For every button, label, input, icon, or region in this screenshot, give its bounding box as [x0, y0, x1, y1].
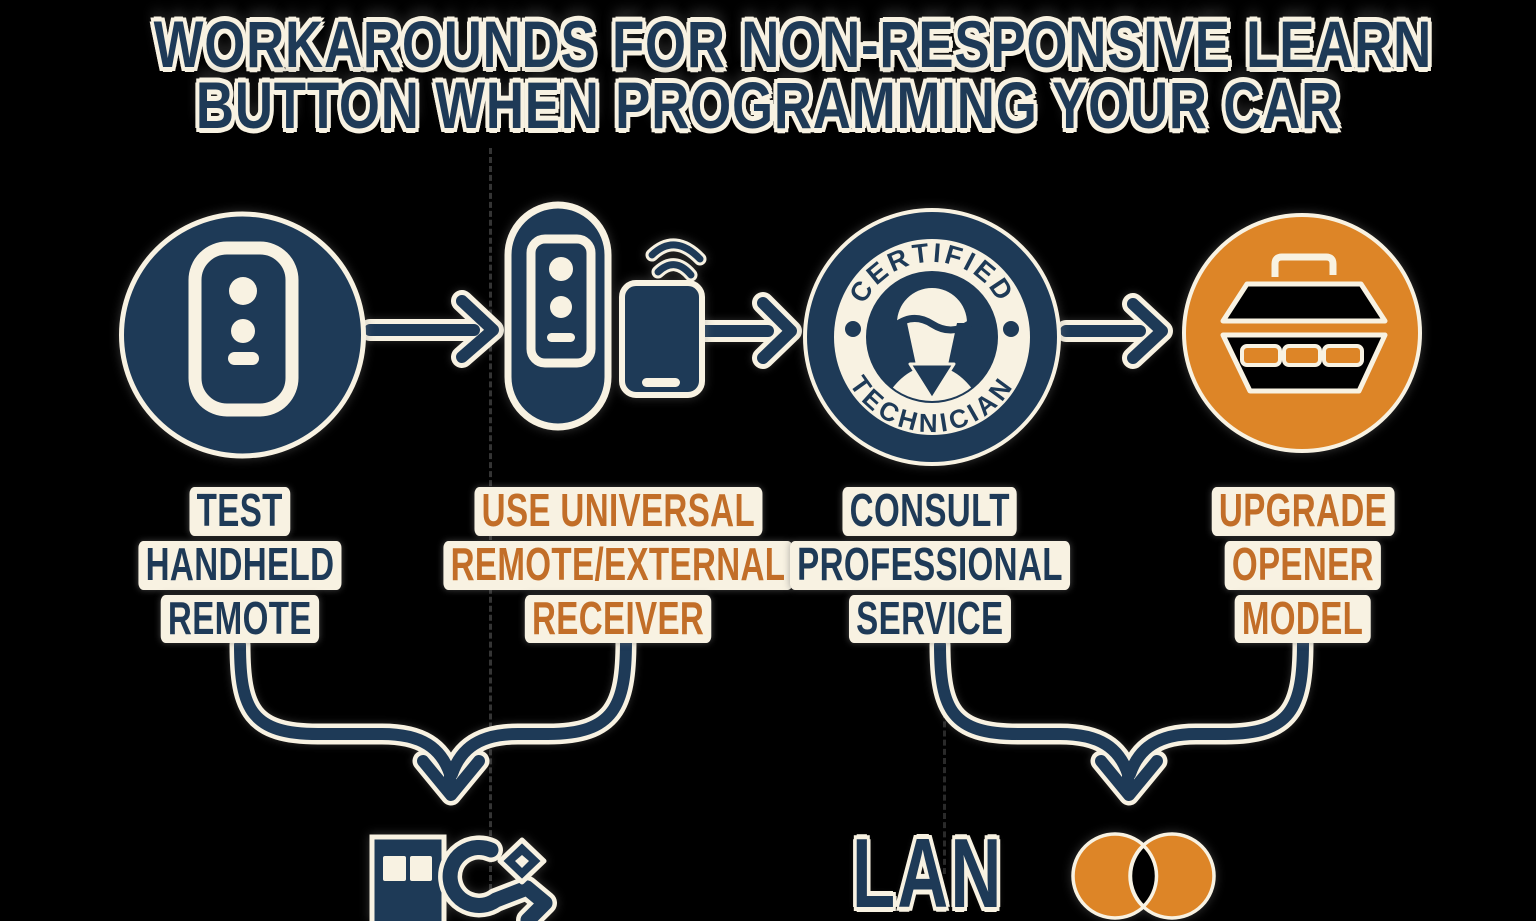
badge-dot	[845, 321, 861, 337]
label-line: CONSULT	[842, 487, 1018, 536]
logo-square	[369, 834, 447, 921]
s-monogram	[438, 835, 557, 921]
remote-button	[231, 319, 255, 343]
handheld-remote-in-circle-icon	[119, 211, 366, 459]
remote-outline	[188, 241, 299, 417]
lan-label: LAN	[852, 818, 1004, 921]
external-receiver	[619, 280, 705, 398]
merge-arrow-left	[229, 630, 637, 806]
label-line: PROFESSIONAL	[789, 540, 1071, 590]
garage-door-opener-in-circle-icon	[1182, 213, 1422, 453]
arrow-step2-step3	[692, 292, 802, 369]
merge-arrow-right	[929, 632, 1314, 806]
vertical-seam-artifact	[943, 648, 946, 874]
label-line: UPGRADE	[1211, 487, 1395, 536]
arrow-step3-step4	[1055, 293, 1173, 369]
step-label-upgrade-opener-model: UPGRADE OPENER MODEL	[1176, 487, 1430, 644]
step-label-consult-professional-service: CONSULT PROFESSIONAL SERVICE	[736, 487, 1125, 644]
badge-dot	[1003, 321, 1019, 337]
opener-lid	[1220, 281, 1388, 324]
label-line: HANDHELD	[138, 540, 342, 590]
label-line: OPENER	[1224, 540, 1382, 590]
remote-button	[229, 277, 257, 305]
wifi-signal-icon	[645, 238, 707, 282]
label-line: SERVICE	[849, 594, 1011, 644]
universal-remote-and-receiver-icon	[504, 201, 707, 431]
overlapping-circles-logo	[1071, 832, 1216, 920]
squares-and-s-monogram-logo	[369, 834, 557, 921]
step-label-test-handheld-remote: TEST HANDHELD REMOTE	[99, 487, 381, 644]
label-line: REMOTE	[160, 594, 320, 644]
technician-person-icon	[882, 288, 982, 401]
label-line: TEST	[189, 487, 291, 536]
certified-technician-badge-icon: CERTIFIED TECHNICIAN	[803, 208, 1061, 466]
label-line: MODEL	[1235, 594, 1371, 644]
label-line: RECEIVER	[524, 594, 712, 644]
arrow-step1-step2	[359, 290, 504, 368]
step-label-use-universal-remote: USE UNIVERSAL REMOTE/EXTERNAL RECEIVER	[376, 487, 861, 644]
page-title: WORKAROUNDS FOR NON-RESPONSIVE LEARN BUT…	[153, 7, 1433, 143]
label-line: REMOTE/EXTERNAL	[443, 540, 793, 590]
remote-body	[504, 201, 612, 431]
opener-handle	[1271, 253, 1337, 277]
label-line: USE UNIVERSAL	[474, 487, 762, 536]
remote-button	[228, 352, 259, 365]
title-line-2: BUTTON WHEN PROGRAMMING YOUR CAR	[195, 68, 1341, 143]
title-line-1: WORKAROUNDS FOR NON-RESPONSIVE LEARN	[153, 7, 1433, 81]
opener-buttons	[1240, 344, 1364, 367]
